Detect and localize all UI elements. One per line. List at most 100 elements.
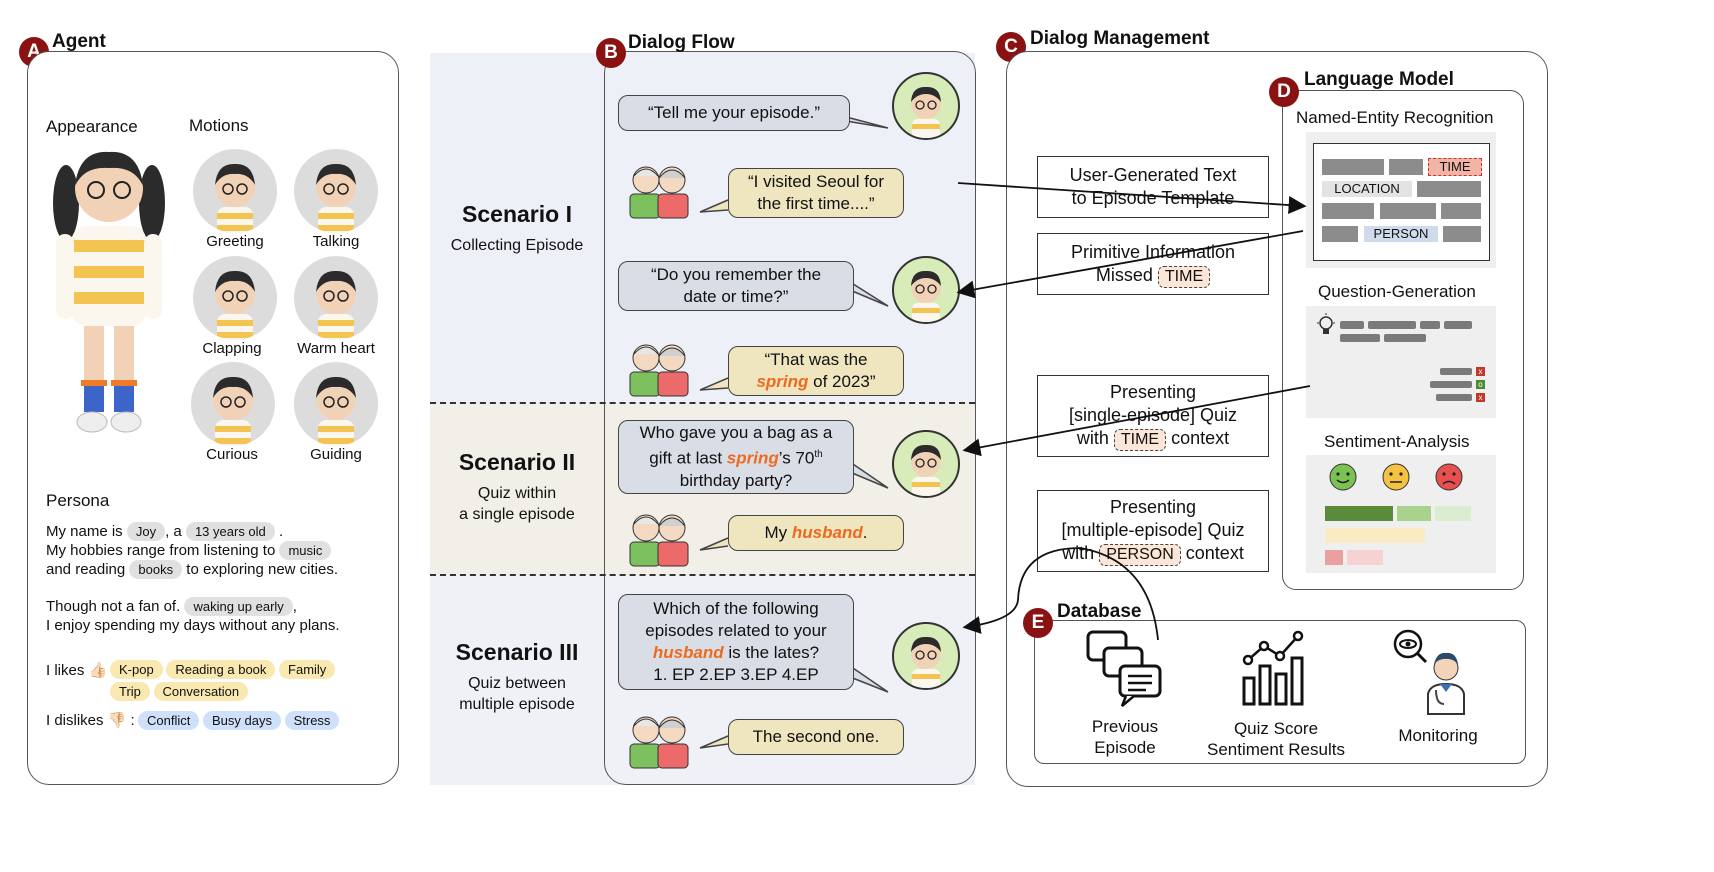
bubble-agent-1: “Tell me your episode.” — [618, 95, 850, 131]
bar-chart-icon — [1242, 630, 1304, 706]
sa-bar — [1347, 550, 1383, 565]
motion-label-guiding: Guiding — [310, 446, 362, 463]
qg-token — [1368, 321, 1416, 329]
ner-person-chip: PERSON — [1364, 226, 1438, 242]
persona-line-3: and reading books to exploring new citie… — [46, 560, 339, 579]
like-chip: Family — [279, 660, 336, 679]
scenario-3-title: Scenario III — [455, 639, 579, 665]
dialog-management-title: Dialog Management — [1030, 28, 1210, 49]
qg-token — [1340, 321, 1364, 329]
persona-line-2: My hobbies range from listening to music — [46, 541, 332, 561]
like-chip: K-pop — [110, 660, 163, 679]
like-chip: Trip — [110, 682, 150, 701]
motion-label-talking: Talking — [312, 233, 360, 250]
agent-avatar-icon — [892, 430, 960, 498]
likes-row-2: Trip Conversation — [110, 682, 249, 701]
qg-token — [1340, 334, 1380, 342]
motions-label: Motions — [189, 116, 249, 135]
ner-token — [1443, 226, 1481, 242]
scenario-2-title: Scenario II — [458, 449, 576, 475]
monitoring-doctor-icon — [1393, 629, 1465, 715]
bubble-user-4: The second one. — [728, 719, 904, 755]
qg-token — [1420, 321, 1440, 329]
sa-bar — [1325, 506, 1393, 521]
sa-bar — [1397, 506, 1431, 521]
persona-line-1: My name is Joy, a 13 years old . — [46, 522, 284, 541]
persona-label: Persona — [46, 491, 110, 510]
section-d-badge: D — [1269, 77, 1299, 107]
divider-2 — [430, 574, 975, 576]
qg-option — [1430, 381, 1472, 388]
motion-warm-heart-icon — [294, 256, 378, 340]
persona-line-5: I enjoy spending my days without any pla… — [46, 617, 340, 634]
qg-mark-correct: o — [1476, 380, 1485, 389]
section-b-badge: B — [596, 38, 626, 68]
ner-token — [1441, 203, 1481, 219]
bubble-tails — [699, 113, 889, 749]
elderly-couple-icon — [629, 344, 689, 397]
likes-row-1: K-pop Reading a book Family — [110, 660, 336, 679]
agent-avatar-icon — [892, 72, 960, 140]
dislike-chip: Conflict — [138, 711, 200, 730]
bubble-user-3: My husband. — [728, 515, 904, 551]
ner-location-chip: LOCATION — [1322, 181, 1412, 197]
dislikes-label: I dislikes 👎🏻 : — [46, 712, 135, 729]
qg-mark-wrong: x — [1476, 393, 1485, 402]
likes-label: I likes 👍🏻 : — [46, 662, 116, 679]
ner-token — [1322, 226, 1358, 242]
chat-history-icon — [1086, 630, 1162, 707]
section-e-badge: E — [1023, 608, 1053, 638]
qg-mark-wrong: x — [1476, 367, 1485, 376]
divider-1 — [430, 402, 975, 404]
sentiment-faces-icon — [1329, 463, 1463, 491]
dislike-chip: Stress — [284, 711, 340, 730]
qg-label: Question-Generation — [1318, 282, 1476, 301]
agent-avatar-icon — [892, 622, 960, 690]
elderly-couple-icon — [629, 166, 689, 219]
agent-figure-icon — [53, 151, 165, 433]
ner-time-chip: TIME — [1428, 158, 1482, 176]
qg-option — [1440, 368, 1472, 375]
persona-line-4: Though not a fan of. waking up early, — [46, 597, 297, 616]
db-item-monitoring: Monitoring — [1398, 726, 1478, 745]
scenario-1-title: Scenario I — [462, 201, 572, 227]
language-model-title: Language Model — [1304, 69, 1454, 90]
ner-token — [1322, 159, 1384, 175]
ner-token — [1380, 203, 1436, 219]
appearance-label: Appearance — [46, 117, 138, 136]
motion-label-curious: Curious — [206, 446, 258, 463]
ner-token — [1389, 159, 1423, 175]
elderly-couple-icon — [629, 716, 689, 769]
like-chip: Reading a book — [166, 660, 276, 679]
database-title: Database — [1057, 601, 1142, 622]
sa-label: Sentiment-Analysis — [1324, 432, 1470, 451]
qg-option — [1436, 394, 1472, 401]
motion-label-warm-heart: Warm heart — [297, 340, 375, 357]
dislikes-row: Conflict Busy days Stress — [138, 711, 340, 730]
motion-curious-icon — [191, 362, 275, 446]
motion-clapping-icon — [193, 256, 277, 340]
motion-guiding-icon — [294, 362, 378, 446]
qg-token — [1444, 321, 1472, 329]
ner-token — [1322, 203, 1374, 219]
like-chip: Conversation — [153, 682, 249, 701]
qg-token — [1384, 334, 1426, 342]
sa-bar — [1325, 528, 1425, 543]
sa-bar — [1325, 550, 1343, 565]
agent-avatar-icon — [892, 256, 960, 324]
ner-token — [1417, 181, 1481, 197]
dialog-flow-title: Dialog Flow — [628, 32, 735, 53]
ner-label: Named-Entity Recognition — [1296, 108, 1494, 127]
motion-label-greeting: Greeting — [206, 233, 264, 250]
